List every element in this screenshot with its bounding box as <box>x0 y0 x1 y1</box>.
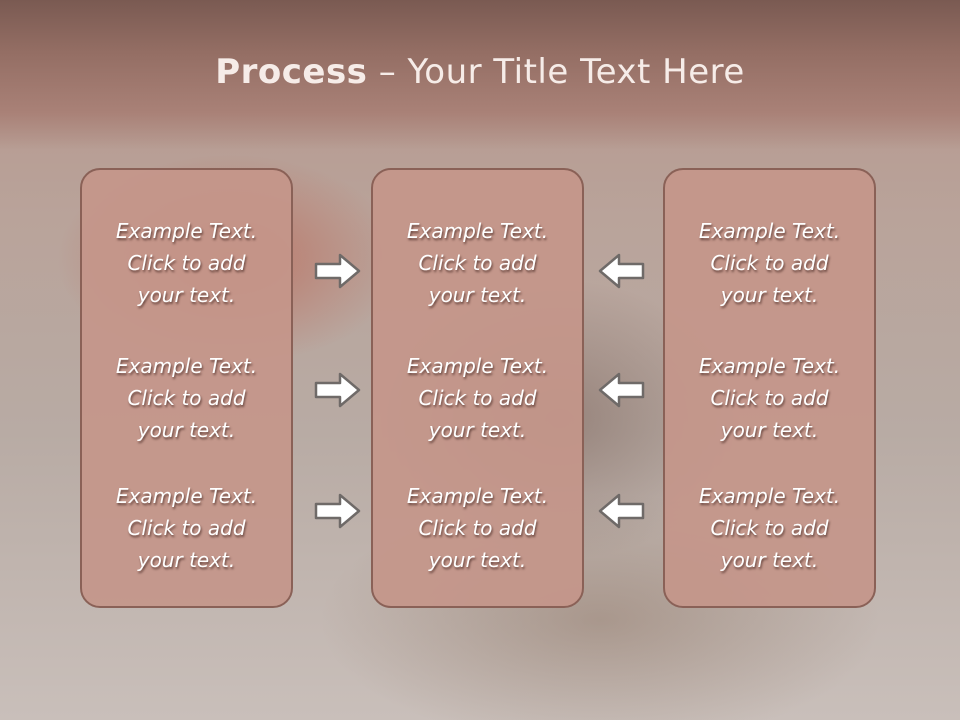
right-arrow-icon <box>314 372 361 408</box>
title-bold: Process <box>215 52 368 92</box>
text-block[interactable]: Example Text. Click to add your text. <box>115 354 258 442</box>
process-box-left[interactable]: Example Text. Click to add your text. Ex… <box>80 168 293 608</box>
left-arrow-icon <box>598 372 645 408</box>
process-box-center[interactable]: Example Text. Click to add your text. Ex… <box>371 168 584 608</box>
slide-title[interactable]: Process – Your Title Text Here <box>0 52 960 92</box>
right-arrow-icon <box>314 253 361 289</box>
text-block[interactable]: Example Text. Click to add your text. <box>406 484 549 572</box>
title-banner <box>0 0 960 150</box>
left-arrow-icon <box>598 493 645 529</box>
text-block[interactable]: Example Text. Click to add your text. <box>698 484 841 572</box>
right-arrow-icon <box>314 493 361 529</box>
text-block[interactable]: Example Text. Click to add your text. <box>406 354 549 442</box>
left-arrow-icon <box>598 253 645 289</box>
text-block[interactable]: Example Text. Click to add your text. <box>115 219 258 307</box>
text-block[interactable]: Example Text. Click to add your text. <box>698 219 841 307</box>
text-block[interactable]: Example Text. Click to add your text. <box>698 354 841 442</box>
process-box-right[interactable]: Example Text. Click to add your text. Ex… <box>663 168 876 608</box>
text-block[interactable]: Example Text. Click to add your text. <box>115 484 258 572</box>
text-block[interactable]: Example Text. Click to add your text. <box>406 219 549 307</box>
title-rest: – Your Title Text Here <box>367 52 745 92</box>
